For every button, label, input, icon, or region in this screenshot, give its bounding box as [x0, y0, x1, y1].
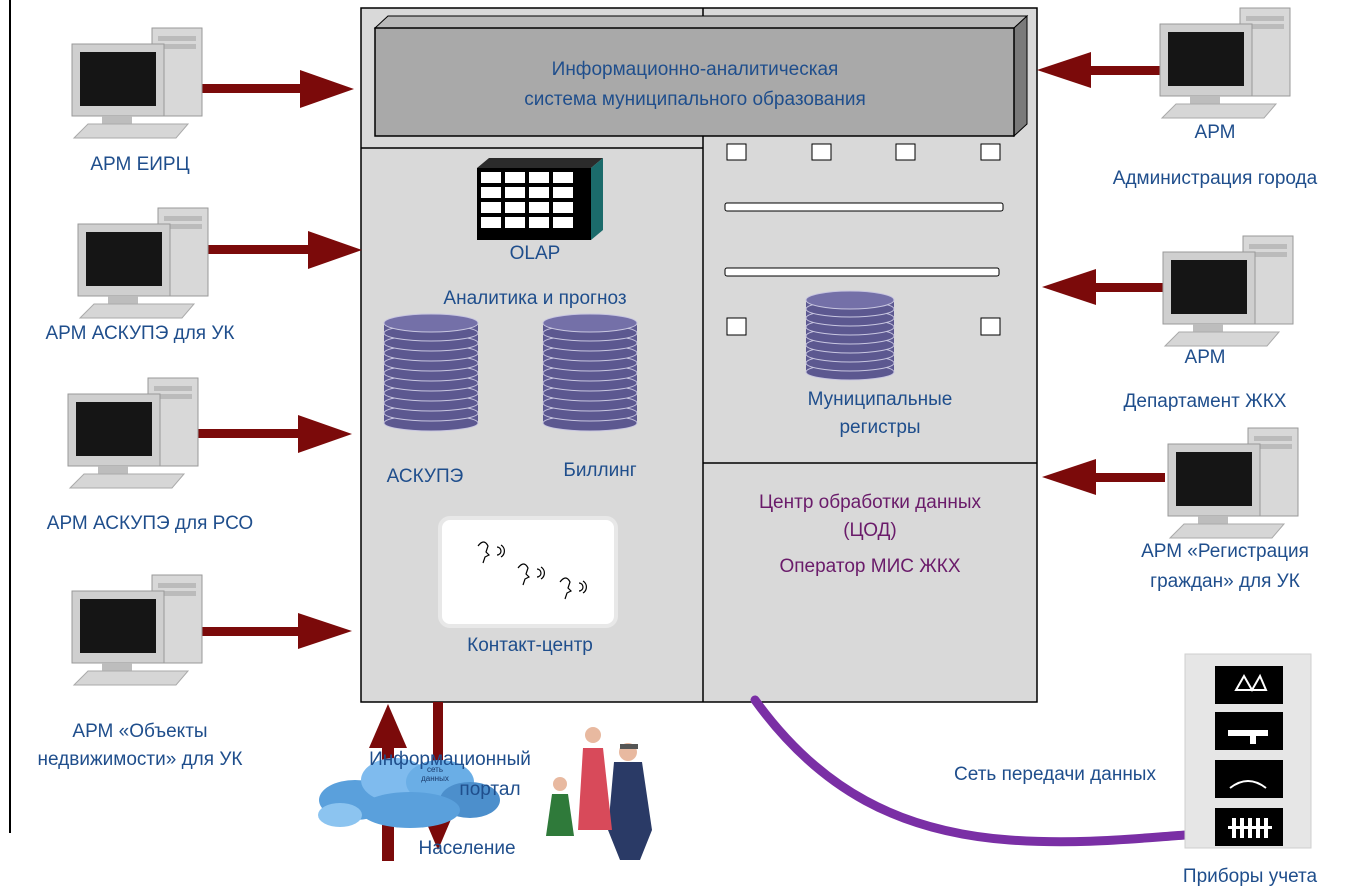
cloud-small-text: сеть данных: [421, 765, 449, 783]
left-label-3: АРМ АСКУПЭ для РСО: [46, 513, 254, 534]
left-label-2: АРМ АСКУПЭ для УК: [45, 323, 235, 344]
computer-icon: [77, 207, 209, 319]
network-line: [750, 695, 1191, 847]
left-label-4: АРМ «Объекты недвижимости» для УК: [37, 721, 243, 770]
billing-label: Биллинг: [563, 460, 637, 481]
meters-label: Приборы учета: [1182, 866, 1318, 887]
billing-db-icon: [542, 313, 638, 432]
registers-db-icon: [805, 290, 895, 381]
left-label-1: АРМ ЕИРЦ: [90, 154, 190, 175]
olap-cube-icon: [477, 158, 603, 240]
portal-label: Информационный портал: [369, 749, 531, 800]
population-figures-icon: [546, 727, 652, 860]
left-border: [0, 0, 11, 833]
right-label-3: АРМ «Регистрация граждан» для УК: [1141, 541, 1309, 592]
arrows-left: [185, 70, 362, 649]
cloud-icon: [318, 758, 500, 828]
meter-icons: [1215, 666, 1283, 846]
computer-icon: [1162, 235, 1294, 347]
computer-icon: [71, 27, 203, 139]
askupe-label: АСКУПЭ: [386, 466, 464, 487]
analytics-label: Аналитика и прогноз: [443, 288, 627, 309]
network-label: Сеть передачи данных: [954, 764, 1156, 785]
computer-icon: [1159, 7, 1291, 119]
computer-icon: [71, 574, 203, 686]
system-box: [374, 27, 1015, 137]
olap-label: OLAP: [509, 243, 561, 264]
registers-label: Муниципальные регистры: [807, 389, 953, 438]
system-title: Информационно-аналитическая система муни…: [524, 59, 866, 110]
computer-icon: [67, 377, 199, 489]
contact-center-box: [438, 516, 618, 628]
top-box-3d: [373, 15, 1029, 29]
right-label-1: АРМ Администрация города: [1112, 122, 1318, 189]
computer-icon: [1167, 427, 1299, 539]
population-label: Население: [418, 838, 516, 859]
arrows-right: [1037, 52, 1165, 495]
askupe-db-icon: [383, 313, 479, 432]
data-center-label: Центр обработки данных (ЦОД) Оператор МИ…: [759, 492, 981, 577]
right-label-2: АРМ Департамент ЖКХ: [1123, 347, 1287, 412]
operator-icons: [477, 541, 587, 600]
contact-center-label: Контакт-центр: [467, 635, 593, 656]
